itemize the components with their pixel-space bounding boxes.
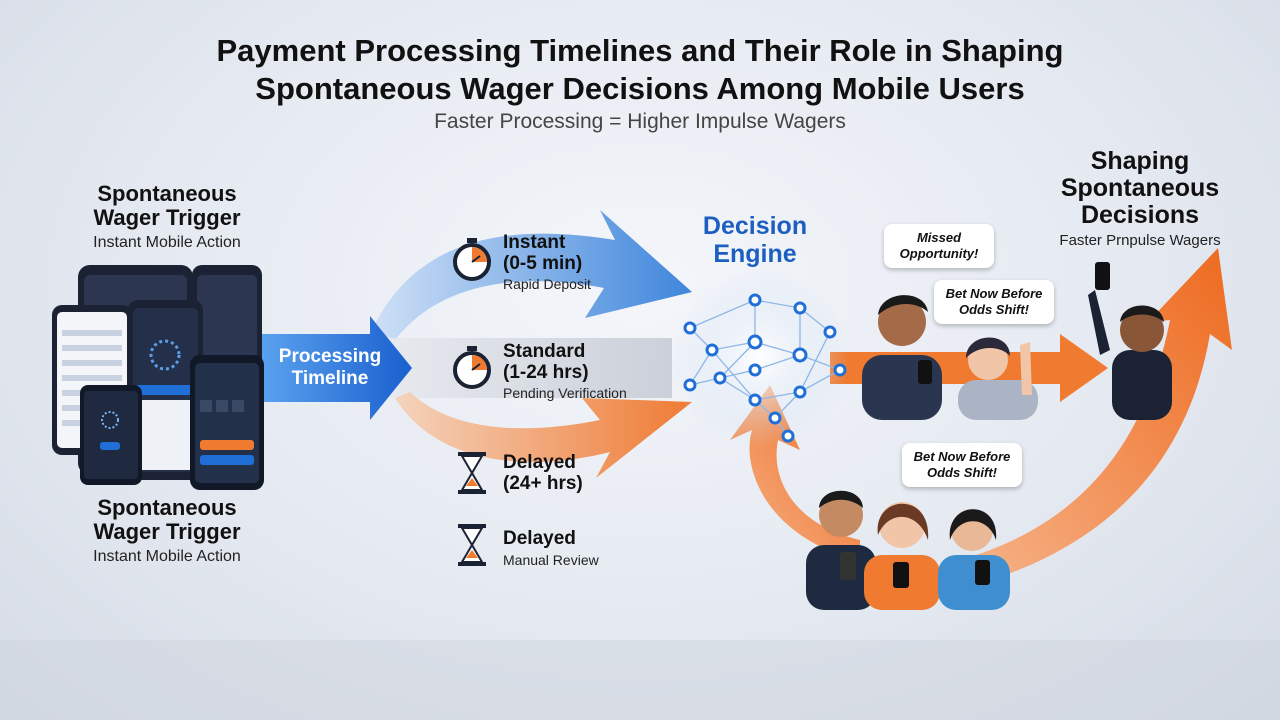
page-title: Payment Processing Timelines and Their R… xyxy=(140,32,1140,108)
timeline-label-2: Timeline xyxy=(291,368,369,389)
hourglass-icon xyxy=(458,524,486,566)
stage-standard-sub: Pending Verification xyxy=(503,385,627,401)
left-bottom-sub: Instant Mobile Action xyxy=(93,548,241,565)
stage-standard-title: Standard xyxy=(503,341,586,362)
stage-standard-range: (1-24 hrs) xyxy=(503,362,589,383)
speech-bubble-bet-now-2: Bet Now Before Odds Shift! xyxy=(902,443,1022,487)
stage-delayed-range: (24+ hrs) xyxy=(503,473,583,494)
processing-timeline-arrow xyxy=(262,316,412,420)
stage-instant: Instant (0-5 min) Rapid Deposit xyxy=(503,232,673,292)
stage-instant-title: Instant xyxy=(503,232,566,253)
stage-instant-range: (0-5 min) xyxy=(503,253,583,274)
stage-manual-sub: Manual Review xyxy=(503,552,599,568)
bubble-3-line-1: Bet Now Before xyxy=(913,449,1011,464)
left-bottom-heading-1: Spontaneous xyxy=(97,495,237,520)
engine-label-2: Engine xyxy=(713,240,797,268)
title-line-2: Spontaneous Wager Decisions Among Mobile… xyxy=(255,71,1025,106)
speech-bubble-bet-now-1: Bet Now Before Odds Shift! xyxy=(934,280,1054,324)
speech-bubble-missed: Missed Opportunity! xyxy=(884,224,994,268)
instant-flow-band xyxy=(372,210,692,340)
stage-delayed: Delayed (24+ hrs) xyxy=(503,452,673,494)
growth-arrow xyxy=(960,248,1232,585)
processing-timeline-label: Processing Timeline xyxy=(268,346,392,390)
bubble-3-line-2: Odds Shift! xyxy=(926,465,998,480)
delayed-flow-band xyxy=(395,392,692,478)
subtitle: Faster Processing = Higher Impulse Wager… xyxy=(434,110,846,133)
left-top-sub: Instant Mobile Action xyxy=(93,234,241,251)
decision-engine-label: Decision Engine xyxy=(680,212,830,268)
left-top-heading-2: Wager Trigger xyxy=(93,205,241,230)
group-of-three-people xyxy=(806,490,1010,610)
left-top-heading-1: Spontaneous xyxy=(97,181,237,206)
stage-delayed-title: Delayed xyxy=(503,452,576,473)
title-line-1: Payment Processing Timelines and Their R… xyxy=(216,33,1064,68)
output-arrow xyxy=(830,334,1108,402)
person-woman-wave xyxy=(958,337,1038,420)
bubble-2-line-1: Bet Now Before xyxy=(945,286,1043,301)
person-man-cheer xyxy=(1088,262,1172,420)
bubble-1-line-1: Missed xyxy=(916,230,962,245)
bubble-2-line-2: Odds Shift! xyxy=(958,302,1030,317)
person-man-phone xyxy=(862,295,942,420)
bubble-1-line-2: Opportunity! xyxy=(899,246,979,261)
left-top-label: Spontaneous Wager Trigger Instant Mobile… xyxy=(72,182,262,252)
timeline-label-1: Processing xyxy=(278,346,382,367)
stopwatch-icon xyxy=(453,346,491,389)
stopwatch-icon xyxy=(453,238,491,281)
floor-shade xyxy=(0,640,1280,720)
stage-standard: Standard (1-24 hrs) Pending Verification xyxy=(503,341,673,401)
shaping-heading-1: Shaping xyxy=(1090,147,1190,175)
stage-manual-title: Delayed xyxy=(503,528,576,549)
left-bottom-label: Spontaneous Wager Trigger Instant Mobile… xyxy=(72,496,262,566)
decision-network xyxy=(670,268,850,448)
shaping-sub: Faster Prnpulse Wagers xyxy=(1059,232,1221,249)
shaping-heading-3: Decisions xyxy=(1080,201,1200,229)
phone-cluster xyxy=(52,265,264,490)
stage-instant-sub: Rapid Deposit xyxy=(503,276,591,292)
engine-label-1: Decision xyxy=(702,212,808,240)
left-bottom-heading-2: Wager Trigger xyxy=(93,519,241,544)
shaping-heading: Shaping Spontaneous Decisions xyxy=(1050,148,1230,229)
stage-manual: Delayed Manual Review xyxy=(503,528,673,568)
shaping-heading-2: Spontaneous xyxy=(1060,174,1220,202)
hourglass-icon xyxy=(458,452,486,494)
